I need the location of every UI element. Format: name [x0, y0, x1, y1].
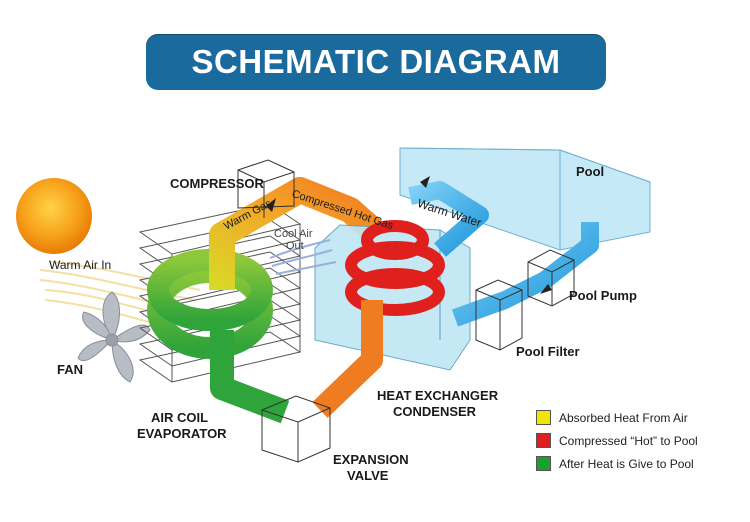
fan-icon	[77, 291, 151, 383]
label-valve: VALVE	[347, 468, 389, 483]
label-evaporator: EVAPORATOR	[137, 426, 227, 441]
legend-swatch-yellow	[536, 410, 551, 425]
label-heat-exchanger: HEAT EXCHANGER	[377, 388, 499, 403]
label-expansion: EXPANSION	[333, 452, 409, 467]
legend-item-absorbed: Absorbed Heat From Air	[536, 406, 698, 429]
legend-swatch-green	[536, 456, 551, 471]
legend-label: After Heat is Give to Pool	[559, 456, 694, 471]
legend: Absorbed Heat From Air Compressed “Hot” …	[536, 406, 698, 475]
pool-filter	[475, 279, 523, 351]
page-title: SCHEMATIC DIAGRAM	[191, 43, 561, 80]
label-cool-air-out: Out	[286, 240, 304, 252]
legend-item-after-heat: After Heat is Give to Pool	[536, 452, 698, 475]
legend-item-compressed: Compressed “Hot” to Pool	[536, 429, 698, 452]
label-compressor: COMPRESSOR	[170, 176, 264, 191]
condenser-coil	[345, 220, 445, 316]
pool-return-pipe	[451, 222, 599, 327]
expansion-valve	[261, 395, 331, 463]
label-cool-air: Cool Air	[274, 228, 313, 240]
legend-label: Absorbed Heat From Air	[559, 410, 688, 425]
label-condenser: CONDENSER	[393, 404, 477, 419]
flow-arrows	[266, 176, 552, 294]
warm-gas-pipe	[209, 177, 384, 290]
label-warm-air-in: Warm Air In	[49, 258, 112, 272]
compressor	[237, 159, 295, 218]
label-pool-pump: Pool Pump	[569, 288, 637, 303]
title-banner: SCHEMATIC DIAGRAM	[146, 34, 606, 90]
label-fan: FAN	[57, 362, 83, 377]
label-pool-filter: Pool Filter	[516, 344, 580, 359]
legend-label: Compressed “Hot” to Pool	[559, 433, 698, 448]
warm-water-pipe	[408, 181, 489, 257]
label-pool: Pool	[576, 164, 605, 179]
cool-air-arrows	[269, 239, 337, 275]
liquid-pipe	[312, 300, 383, 418]
sun	[16, 178, 92, 254]
label-air-coil: AIR COIL	[151, 410, 209, 425]
legend-swatch-red	[536, 433, 551, 448]
pool-pump	[527, 249, 575, 307]
green-return-pipe	[210, 330, 290, 424]
